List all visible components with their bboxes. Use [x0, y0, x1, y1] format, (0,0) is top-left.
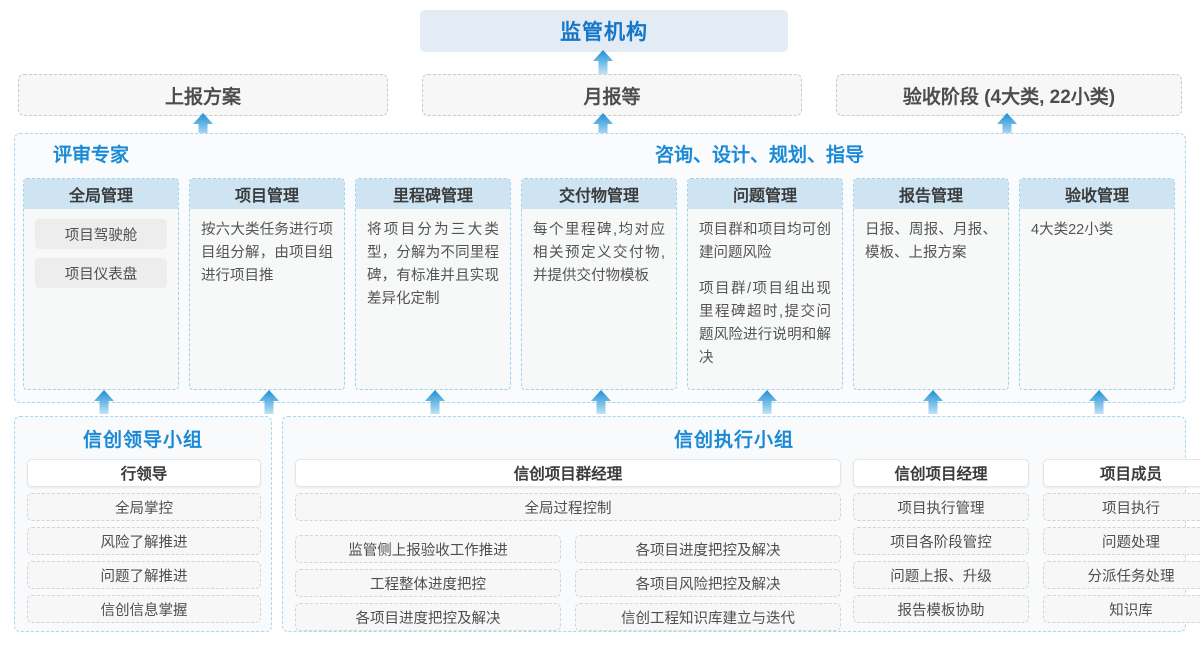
regulator-box: 监管机构	[420, 10, 788, 52]
arrow-up-icon-monthly	[592, 113, 614, 137]
arrow-up-icon-card-2	[424, 390, 446, 414]
management-card-body: 日报、周报、月报、模板、上报方案	[854, 209, 1008, 265]
management-card-body: 每个里程碑,均对应相关预定义交付物,并提供交付物模板	[522, 209, 676, 288]
leader-group-title: 信创领导小组	[82, 430, 203, 451]
project-manager-column: 信创项目经理 项目执行管理项目各阶段管控问题上报、升级报告模板协助	[853, 459, 1029, 623]
program-manager-item[interactable]: 信创工程知识库建立与迭代	[575, 603, 841, 631]
management-card-title: 报告管理	[854, 179, 1008, 209]
program-manager-item[interactable]: 各项目风险把控及解决	[575, 569, 841, 597]
project-member-items: 项目执行问题处理分派任务处理知识库	[1043, 493, 1200, 623]
project-member-column: 项目成员 项目执行问题处理分派任务处理知识库	[1043, 459, 1200, 623]
management-card-body: 按六大类任务进行项目组分解，由项目组进行项目推	[190, 209, 344, 288]
report-box-acceptance[interactable]: 验收阶段 (4大类, 22小类)	[836, 74, 1182, 116]
arrow-up-icon-plan	[192, 113, 214, 137]
regulator-label: 监管机构	[560, 21, 648, 44]
arrow-up-icon-card-6	[1088, 390, 1110, 414]
role-head-project-manager[interactable]: 信创项目经理	[853, 459, 1029, 487]
leader-role-column: 行领导 全局掌控风险了解推进问题了解推进信创信息掌握	[27, 459, 261, 623]
program-manager-left-items: 监管侧上报验收工作推进工程整体进度把控各项目进度把控及解决	[295, 535, 561, 637]
role-head-project-member[interactable]: 项目成员	[1043, 459, 1200, 487]
management-card-title: 里程碑管理	[356, 179, 510, 209]
management-card-title: 全局管理	[24, 179, 178, 209]
management-card-paragraph: 4大类22小类	[1031, 222, 1114, 238]
management-card-paragraph: 日报、周报、月报、模板、上报方案	[865, 222, 997, 261]
exec-group: 信创执行小组 信创项目群经理 全局过程控制 监管侧上报验收工作推进工程整体进度把…	[282, 416, 1200, 632]
management-card-title: 验收管理	[1020, 179, 1174, 209]
role-head-program-manager[interactable]: 信创项目群经理	[295, 459, 841, 487]
project-member-item[interactable]: 问题处理	[1043, 527, 1200, 555]
exec-group-title: 信创执行小组	[673, 430, 794, 451]
project-manager-item[interactable]: 报告模板协助	[853, 595, 1029, 623]
management-card-pill[interactable]: 项目仪表盘	[35, 258, 167, 288]
management-card-title: 项目管理	[190, 179, 344, 209]
program-manager-item[interactable]: 监管侧上报验收工作推进	[295, 535, 561, 563]
project-manager-item[interactable]: 项目各阶段管控	[853, 527, 1029, 555]
arrow-up-icon-card-1	[258, 390, 280, 414]
arrow-up-icon-card-4	[756, 390, 778, 414]
management-card[interactable]: 项目管理按六大类任务进行项目组分解，由项目组进行项目推	[189, 178, 345, 390]
management-card-body: 项目群和项目均可创建问题风险项目群/项目组出现里程碑超时,提交问题风险进行说明和…	[688, 209, 842, 370]
management-card-body: 将项目分为三大类型，分解为不同里程碑，有标准并且实现差异化定制	[356, 209, 510, 311]
program-manager-right-items: 各项目进度把控及解决各项目风险把控及解决信创工程知识库建立与迭代	[575, 535, 841, 637]
arrow-up-icon-card-3	[590, 390, 612, 414]
report-box-plan[interactable]: 上报方案	[18, 74, 388, 116]
label-consulting: 咨询、设计、规划、指导	[655, 145, 865, 166]
program-manager-column: 信创项目群经理 全局过程控制 监管侧上报验收工作推进工程整体进度把控各项目进度把…	[295, 459, 841, 631]
arrow-up-icon-card-0	[93, 390, 115, 414]
management-card-paragraph: 按六大类任务进行项目组分解，由项目组进行项目推	[201, 222, 333, 284]
report-box-monthly-label: 月报等	[583, 86, 641, 108]
middle-panel-labels: 评审专家 咨询、设计、规划、指导	[15, 134, 1187, 172]
project-manager-item[interactable]: 项目执行管理	[853, 493, 1029, 521]
leader-item[interactable]: 风险了解推进	[27, 527, 261, 555]
project-member-item[interactable]: 项目执行	[1043, 493, 1200, 521]
management-card-paragraph: 每个里程碑,均对应相关预定义交付物,并提供交付物模板	[533, 222, 665, 284]
project-manager-items: 项目执行管理项目各阶段管控问题上报、升级报告模板协助	[853, 493, 1029, 623]
management-card[interactable]: 问题管理项目群和项目均可创建问题风险项目群/项目组出现里程碑超时,提交问题风险进…	[687, 178, 843, 390]
project-member-item[interactable]: 分派任务处理	[1043, 561, 1200, 589]
management-card[interactable]: 里程碑管理将项目分为三大类型，分解为不同里程碑，有标准并且实现差异化定制	[355, 178, 511, 390]
management-card-paragraph: 项目群和项目均可创建问题风险	[699, 222, 831, 261]
bottom-groups: 信创领导小组 行领导 全局掌控风险了解推进问题了解推进信创信息掌握 信创执行小组…	[14, 416, 1200, 638]
leader-item[interactable]: 全局掌控	[27, 493, 261, 521]
report-box-plan-label: 上报方案	[164, 86, 241, 108]
management-card[interactable]: 报告管理日报、周报、月报、模板、上报方案	[853, 178, 1009, 390]
management-card-title: 交付物管理	[522, 179, 676, 209]
project-manager-item[interactable]: 问题上报、升级	[853, 561, 1029, 589]
role-head-bank-leader[interactable]: 行领导	[27, 459, 261, 487]
management-card-pill[interactable]: 项目驾驶舱	[35, 219, 167, 249]
management-card-paragraph: 项目群/项目组出现里程碑超时,提交问题风险进行说明和解决	[699, 281, 831, 366]
report-row: 上报方案 月报等 验收阶段 (4大类, 22小类)	[18, 74, 1182, 116]
management-card[interactable]: 交付物管理每个里程碑,均对应相关预定义交付物,并提供交付物模板	[521, 178, 677, 390]
leader-item[interactable]: 信创信息掌握	[27, 595, 261, 623]
leader-items: 全局掌控风险了解推进问题了解推进信创信息掌握	[27, 493, 261, 623]
program-manager-item[interactable]: 各项目进度把控及解决	[295, 603, 561, 631]
program-manager-item[interactable]: 工程整体进度把控	[295, 569, 561, 597]
leader-group: 信创领导小组 行领导 全局掌控风险了解推进问题了解推进信创信息掌握	[14, 416, 272, 632]
management-card-paragraph: 将项目分为三大类型，分解为不同里程碑，有标准并且实现差异化定制	[367, 222, 499, 307]
management-card-body: 4大类22小类	[1020, 209, 1174, 242]
arrow-up-icon-card-5	[922, 390, 944, 414]
management-card-title: 问题管理	[688, 179, 842, 209]
management-card[interactable]: 验收管理 4大类22小类	[1019, 178, 1175, 390]
leader-item[interactable]: 问题了解推进	[27, 561, 261, 589]
management-card-body: 项目驾驶舱项目仪表盘	[24, 209, 178, 288]
program-manager-item-global[interactable]: 全局过程控制	[295, 493, 841, 521]
arrow-up-icon-acceptance	[996, 113, 1018, 137]
middle-panel: 评审专家 咨询、设计、规划、指导 全局管理项目驾驶舱项目仪表盘项目管理按六大类任…	[14, 133, 1186, 403]
management-card[interactable]: 全局管理项目驾驶舱项目仪表盘	[23, 178, 179, 390]
label-review-experts: 评审专家	[53, 145, 130, 166]
arrow-up-icon-to-regulator	[592, 50, 614, 74]
report-box-monthly[interactable]: 月报等	[422, 74, 802, 116]
report-box-acceptance-label: 验收阶段 (4大类, 22小类)	[902, 86, 1116, 108]
project-member-item[interactable]: 知识库	[1043, 595, 1200, 623]
program-manager-item[interactable]: 各项目进度把控及解决	[575, 535, 841, 563]
management-cards: 全局管理项目驾驶舱项目仪表盘项目管理按六大类任务进行项目组分解，由项目组进行项目…	[23, 178, 1179, 393]
